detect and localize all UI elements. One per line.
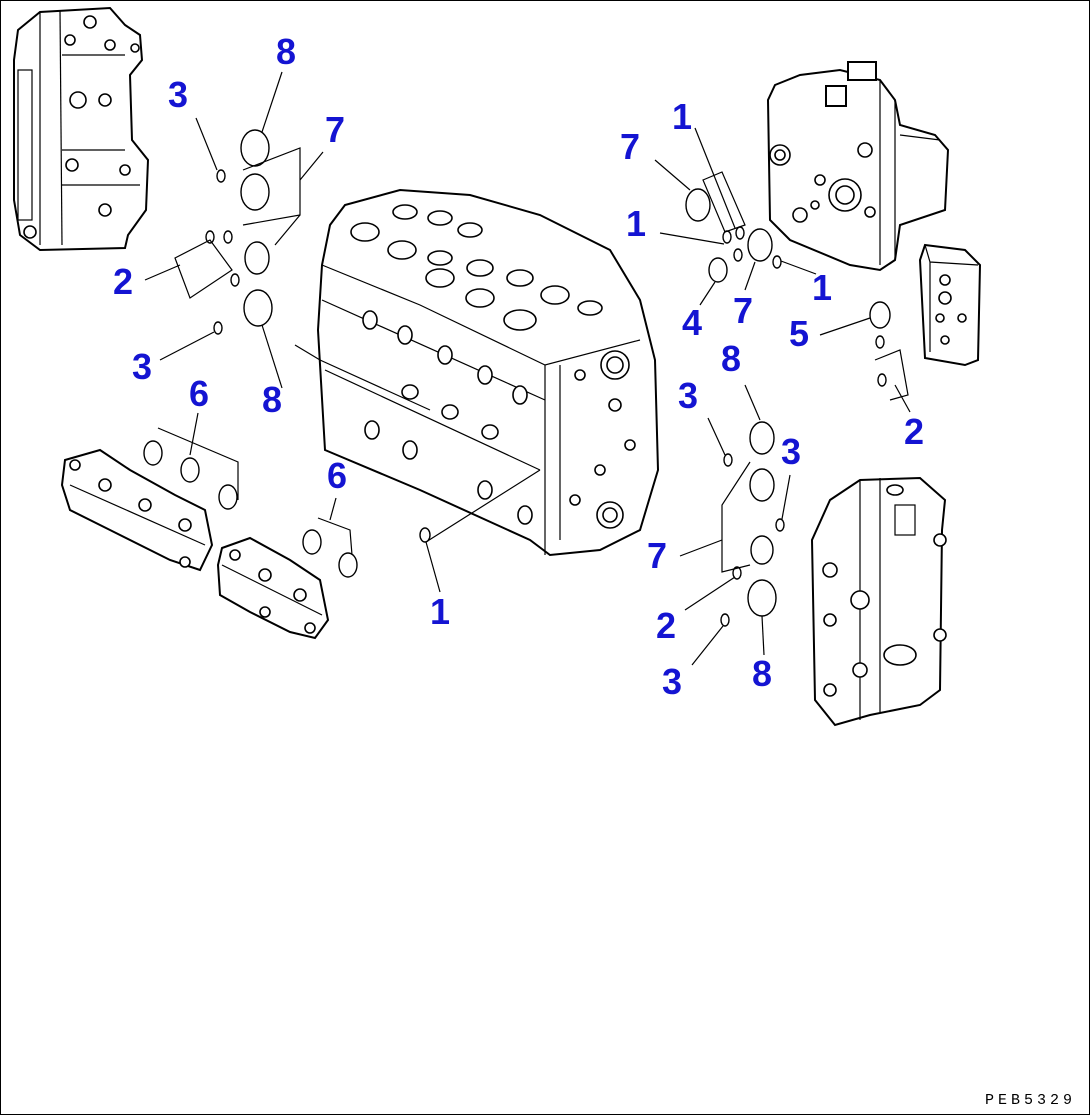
seal-set (143, 129, 909, 627)
left-end-section (13, 6, 150, 252)
right-top-section (766, 61, 950, 272)
callout-1-right-a: 1 (625, 203, 647, 244)
bottom-left-cover-small (216, 536, 330, 640)
main-valve-body (316, 188, 660, 557)
callout-1-upper-right: 1 (671, 96, 693, 137)
callout-8-left: 8 (261, 379, 283, 420)
callout-6-left: 6 (188, 373, 210, 414)
leader-lines (144, 71, 911, 666)
callout-1-right-b: 1 (811, 267, 833, 308)
callout-3-left: 3 (131, 346, 153, 387)
callout-2-left: 2 (112, 261, 134, 302)
drawing-code: PEB5329 (984, 1092, 1076, 1109)
callout-2-right-lower: 2 (655, 605, 677, 646)
callout-7-right: 7 (732, 290, 754, 331)
callout-6-center-left: 6 (326, 455, 348, 496)
callout-3-right-a: 3 (677, 375, 699, 416)
bottom-left-cover-large (60, 448, 214, 572)
callout-5-right: 5 (788, 313, 810, 354)
right-small-plate (918, 243, 982, 367)
callout-3-upper-left: 3 (167, 74, 189, 115)
callout-2-right: 2 (903, 411, 925, 452)
callout-3-right-b: 3 (780, 431, 802, 472)
callout-8-right-upper: 8 (720, 338, 742, 379)
callout-3-right-lower: 3 (661, 661, 683, 702)
callout-7-right-lower: 7 (646, 535, 668, 576)
callout-8-upper-left: 8 (275, 31, 297, 72)
callout-7-upper-left: 7 (324, 109, 346, 150)
callout-7-upper-right: 7 (619, 126, 641, 167)
callout-1-center: 1 (429, 591, 451, 632)
right-bottom-end-section (810, 476, 947, 727)
callout-4-right: 4 (681, 302, 703, 343)
callout-8-right-lower: 8 (751, 653, 773, 694)
